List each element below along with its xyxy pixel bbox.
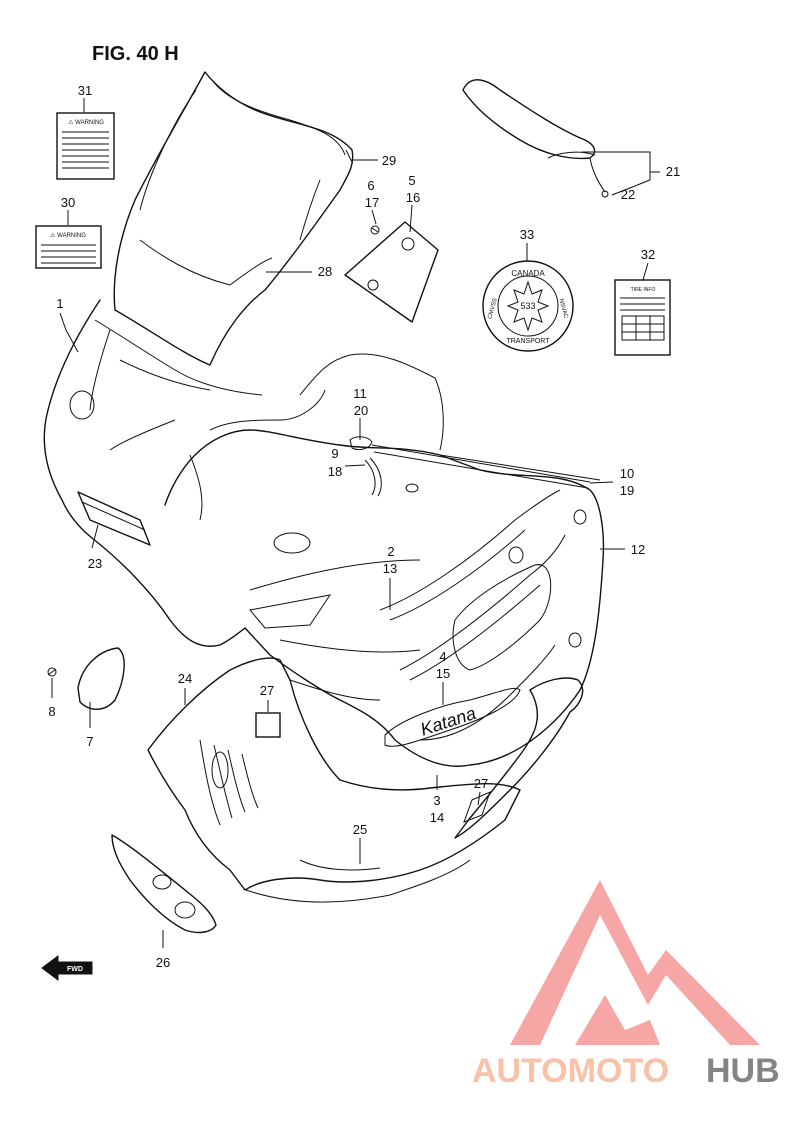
callout-4: 4 bbox=[439, 649, 446, 664]
callout-2: 2 bbox=[387, 544, 394, 559]
badge-right-text: NSVAC bbox=[557, 298, 568, 320]
callout-32: 32 bbox=[641, 247, 655, 262]
callout-23: 23 bbox=[88, 556, 102, 571]
callout-7: 7 bbox=[86, 734, 93, 749]
callout-24: 24 bbox=[178, 671, 192, 686]
screw-17-part bbox=[370, 225, 380, 235]
callout-17: 17 bbox=[365, 195, 379, 210]
callout-20: 20 bbox=[354, 403, 368, 418]
callout-16: 16 bbox=[406, 190, 420, 205]
callout-numbers: 31 30 1 29 6 17 5 16 28 33 32 21 22 11 2… bbox=[48, 83, 680, 970]
callout-18: 18 bbox=[328, 464, 342, 479]
callout-33: 33 bbox=[520, 227, 534, 242]
callout-12: 12 bbox=[631, 542, 645, 557]
automotohub-logo-icon bbox=[510, 880, 760, 1045]
automotohub-watermark: AUTOMOTO HUB bbox=[472, 880, 780, 1090]
badge-center-text: 533 bbox=[520, 301, 535, 311]
callout-28: 28 bbox=[318, 264, 332, 279]
callout-30: 30 bbox=[61, 195, 75, 210]
callout-21: 21 bbox=[666, 164, 680, 179]
watermark-brand-b: HUB bbox=[706, 1052, 780, 1090]
callout-29: 29 bbox=[382, 153, 396, 168]
figure-title: FIG. 40 H bbox=[92, 43, 179, 65]
katana-decal: Katana bbox=[384, 687, 521, 747]
warning-label-31-heading: ⚠ WARNING bbox=[68, 119, 104, 126]
callout-19: 19 bbox=[620, 483, 634, 498]
tire-info-label-32: TIRE INFO bbox=[614, 279, 671, 356]
callout-10: 10 bbox=[620, 466, 634, 481]
mirror-stay-part bbox=[462, 79, 609, 198]
side-stripe-decal bbox=[379, 489, 566, 741]
tire-info-heading: TIRE INFO bbox=[631, 287, 656, 293]
callout-5: 5 bbox=[408, 173, 415, 188]
fwd-arrow-icon: FWD bbox=[41, 955, 93, 981]
inner-panel-part bbox=[371, 444, 591, 489]
left-duct-part bbox=[77, 491, 151, 546]
grommet-part bbox=[349, 436, 419, 497]
callout-3: 3 bbox=[433, 793, 440, 808]
front-cowling-part bbox=[43, 299, 605, 767]
callout-13: 13 bbox=[383, 561, 397, 576]
bracket-part bbox=[344, 221, 439, 323]
callout-8: 8 bbox=[48, 704, 55, 719]
canada-badge-33: 533 CANADA TRANSPORT CMVSS NSVAC bbox=[482, 260, 574, 352]
callout-15: 15 bbox=[436, 666, 450, 681]
callout-26: 26 bbox=[156, 955, 170, 970]
callout-6: 6 bbox=[367, 178, 374, 193]
leader-lines bbox=[51, 98, 660, 948]
badge-left-text: CMVSS bbox=[487, 298, 498, 320]
callout-27-upper: 27 bbox=[260, 683, 274, 698]
warning-label-30-heading: ⚠ WARNING bbox=[50, 232, 86, 239]
side-skirt-part bbox=[111, 834, 217, 934]
callout-22: 22 bbox=[621, 187, 635, 202]
cover-7-part bbox=[47, 647, 125, 710]
watermark-brand-a: AUTOMOTO bbox=[472, 1052, 669, 1090]
windscreen-part bbox=[113, 71, 354, 366]
callout-11: 11 bbox=[353, 386, 367, 401]
badge-top-text: CANADA bbox=[511, 269, 545, 278]
under-cowl-right-part bbox=[454, 677, 584, 839]
callout-25: 25 bbox=[353, 822, 367, 837]
warning-label-30: ⚠ WARNING bbox=[35, 225, 102, 269]
warning-label-31: ⚠ WARNING bbox=[56, 112, 115, 180]
katana-text: Katana bbox=[418, 703, 478, 740]
callout-31: 31 bbox=[78, 83, 92, 98]
callout-1: 1 bbox=[56, 296, 63, 311]
lower-cowling-part bbox=[147, 657, 521, 903]
pad-27-part bbox=[255, 712, 281, 738]
callout-14: 14 bbox=[430, 810, 444, 825]
callout-9: 9 bbox=[331, 446, 338, 461]
callout-27-lower: 27 bbox=[474, 776, 488, 791]
badge-bottom-text: TRANSPORT bbox=[506, 338, 550, 345]
fwd-text: FWD bbox=[67, 966, 83, 973]
